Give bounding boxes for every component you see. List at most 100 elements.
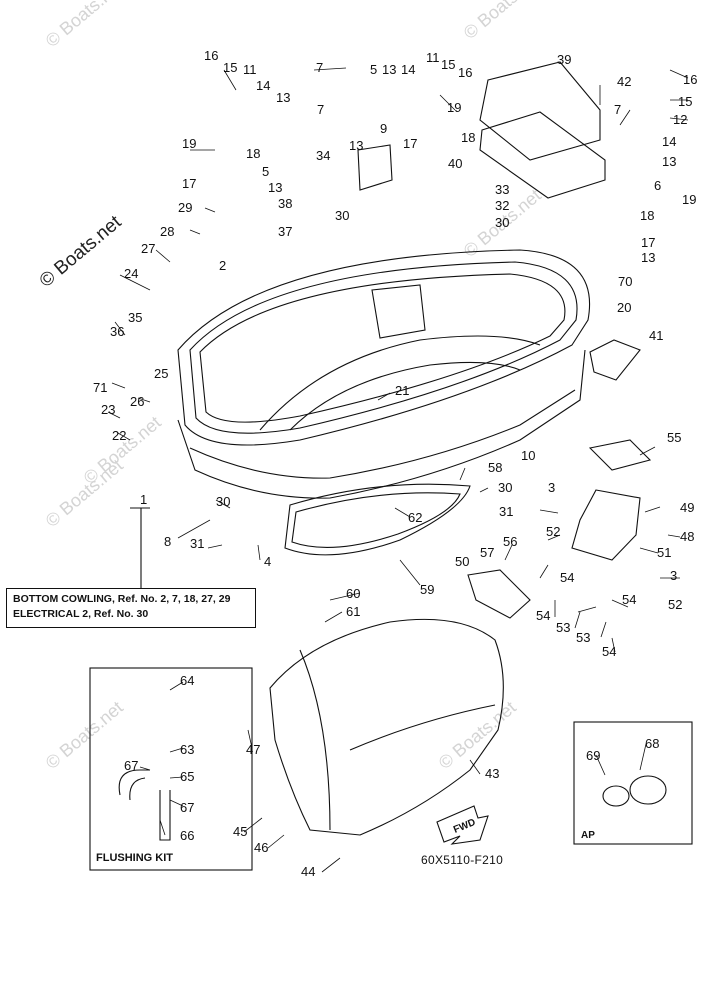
part-9-cover (357, 144, 393, 191)
line-art (89, 61, 693, 873)
callout-44: 44 (301, 864, 315, 879)
bottom-cowling-inner-floor (289, 361, 521, 431)
callout-11: 11 (243, 62, 257, 77)
callout-30: 30 (495, 215, 509, 230)
callout-61: 61 (346, 604, 360, 619)
callout-7: 7 (316, 60, 323, 75)
callout-14: 14 (256, 78, 270, 93)
callout-11: 11 (426, 50, 440, 65)
callout-layer: 16 15 11 14 13 7 19 18 5 17 13 38 34 29 … (93, 48, 697, 879)
callout-49: 49 (680, 500, 694, 515)
part-50 (467, 569, 531, 619)
cowling-rim-inner2 (199, 273, 566, 423)
note-leader (130, 507, 150, 590)
callout-47: 47 (246, 742, 260, 757)
callout-52: 52 (546, 524, 560, 539)
callout-13: 13 (382, 62, 396, 77)
callout-18: 18 (461, 130, 475, 145)
callout-12: 12 (673, 112, 687, 127)
part-40-gasket (479, 111, 606, 199)
ap-inset-label: AP (581, 830, 595, 841)
callout-17: 17 (182, 176, 196, 191)
callout-3: 3 (548, 480, 555, 495)
part-43-seam (299, 649, 331, 831)
callout-68: 68 (645, 736, 659, 751)
callout-63: 63 (180, 742, 194, 757)
bottom-cowling-note: BOTTOM COWLING, Ref. No. 2, 7, 18, 27, 2… (6, 588, 256, 628)
callout-22: 22 (112, 428, 126, 443)
callout-51: 51 (657, 545, 671, 560)
callout-5: 5 (262, 164, 269, 179)
callout-67: 67 (124, 758, 138, 773)
callout-17: 17 (641, 235, 655, 250)
cowling-rim-inner (189, 261, 578, 434)
callout-56: 56 (503, 534, 517, 549)
part-66-tube (159, 790, 171, 841)
callout-67: 67 (180, 800, 194, 815)
callout-19: 19 (682, 192, 696, 207)
figure-code: 60X5110-F210 (421, 853, 504, 867)
callout-36: 36 (110, 324, 124, 339)
callout-53: 53 (576, 630, 590, 645)
watermark-layer: © Boats.net © Boats.net © Boats.net © Bo… (36, 0, 545, 773)
callout-70: 70 (618, 274, 632, 289)
callout-7: 7 (317, 102, 324, 117)
callout-19: 19 (182, 136, 196, 151)
callout-15: 15 (441, 57, 455, 72)
callout-35: 35 (128, 310, 142, 325)
part-66-hose (118, 769, 150, 801)
callout-20: 20 (617, 300, 631, 315)
callout-15: 15 (223, 60, 237, 75)
callout-54: 54 (536, 608, 550, 623)
leader-lines (107, 67, 689, 873)
callout-13: 13 (349, 138, 363, 153)
watermark-brand-dark: © Boats.net (36, 211, 126, 292)
fwd-arrow-shape (436, 805, 489, 845)
flushing-kit-box (89, 667, 253, 871)
callout-52: 52 (668, 597, 682, 612)
callout-10: 10 (521, 448, 535, 463)
callout-7: 7 (614, 102, 621, 117)
callout-18: 18 (640, 208, 654, 223)
callout-41: 41 (649, 328, 663, 343)
callout-43: 43 (485, 766, 499, 781)
callout-16: 16 (683, 72, 697, 87)
callout-27: 27 (141, 241, 155, 256)
callout-4: 4 (264, 554, 271, 569)
callout-21: 21 (395, 383, 409, 398)
bottom-cowling-lower-lip (189, 389, 576, 479)
callout-31: 31 (499, 504, 513, 519)
callout-8: 8 (164, 534, 171, 549)
part-43-lower-cover (269, 618, 504, 836)
callout-25: 25 (154, 366, 168, 381)
callout-38: 38 (278, 196, 292, 211)
callout-64: 64 (180, 673, 194, 688)
flushing-kit-title: FLUSHING KIT (96, 852, 173, 864)
callout-26: 26 (130, 394, 144, 409)
bottom-cowling-inner-wall (259, 335, 541, 431)
callout-16: 16 (458, 65, 472, 80)
part-69-clamp (602, 785, 630, 807)
callout-14: 14 (662, 134, 676, 149)
callout-39: 39 (557, 52, 571, 67)
callout-13: 13 (662, 154, 676, 169)
part-55 (588, 439, 652, 471)
callout-19: 19 (447, 100, 461, 115)
callout-30: 30 (498, 480, 512, 495)
part-39-plate (479, 61, 601, 161)
callout-65: 65 (180, 769, 194, 784)
callout-60: 60 (346, 586, 360, 601)
callout-54: 54 (602, 644, 616, 659)
part-41 (589, 339, 641, 381)
callout-55: 55 (667, 430, 681, 445)
callout-42: 42 (617, 74, 631, 89)
callout-13: 13 (268, 180, 282, 195)
cowling-rim-outer (177, 249, 590, 446)
callout-31: 31 (190, 536, 204, 551)
callout-30: 30 (216, 494, 230, 509)
callout-54: 54 (622, 592, 636, 607)
callout-54: 54 (560, 570, 574, 585)
callout-34: 34 (316, 148, 330, 163)
part-43-ridge (349, 704, 496, 751)
